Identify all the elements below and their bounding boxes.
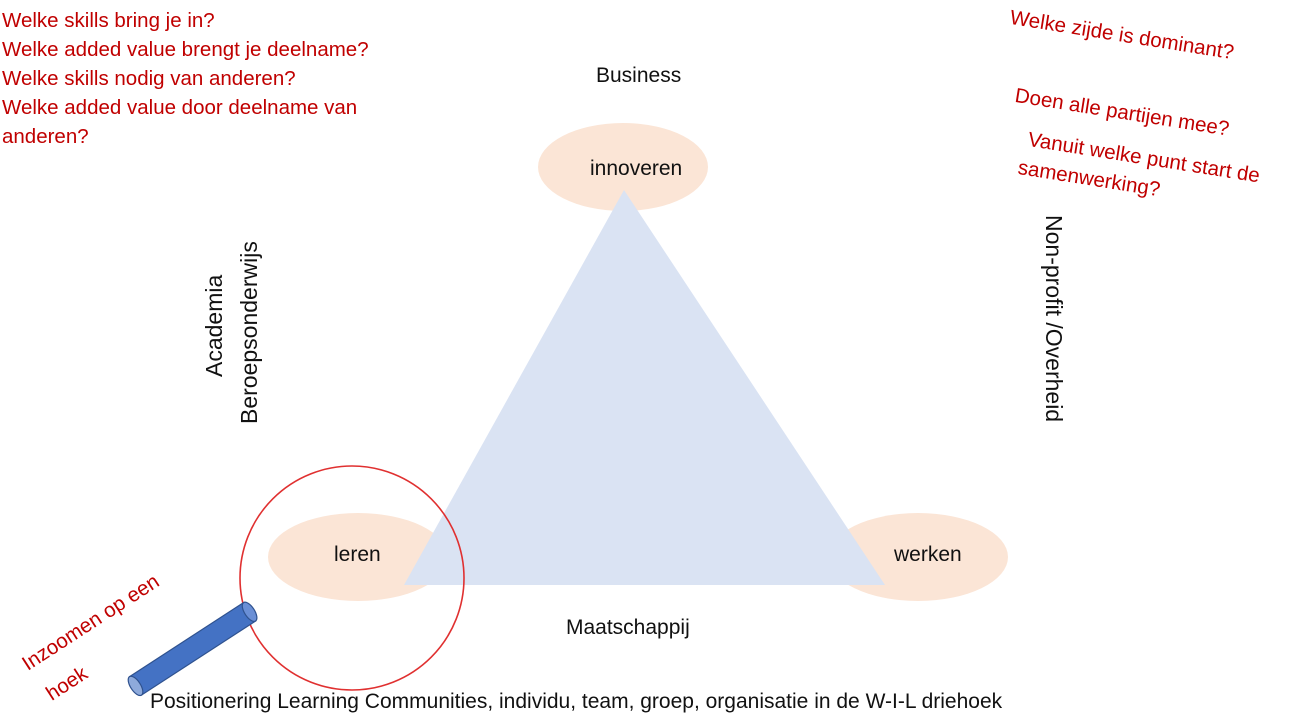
side-label-academia: Academia — [201, 274, 227, 377]
corner-label-werken: werken — [894, 543, 962, 566]
side-label-beroepsonderwijs: Beroepsonderwijs — [236, 241, 262, 424]
magnifier-handle — [127, 601, 258, 697]
question-left-1: Welke skills bring je in? — [2, 9, 215, 32]
corner-label-leren: leren — [334, 543, 381, 566]
questions-left-list: Welke skills bring je in? Welke added va… — [2, 6, 432, 151]
magnifier-lens — [239, 465, 465, 691]
question-left-3: Welke skills nodig van anderen? — [2, 67, 296, 90]
side-label-maatschappij: Maatschappij — [566, 616, 690, 639]
corner-label-innoveren: innoveren — [590, 157, 683, 180]
innoveren-ellipse — [538, 123, 708, 211]
question-left-2: Welke added value brengt je deelname? — [2, 38, 369, 61]
diagram-caption: Positionering Learning Communities, indi… — [150, 690, 1003, 713]
wil-triangle — [404, 190, 885, 585]
question-left-4: Welke added value door deelname van ande… — [2, 96, 358, 148]
leren-ellipse — [268, 513, 448, 601]
side-label-business: Business — [596, 64, 682, 87]
side-label-non-profit-overheid: Non-profit /Overheid — [1041, 215, 1067, 423]
